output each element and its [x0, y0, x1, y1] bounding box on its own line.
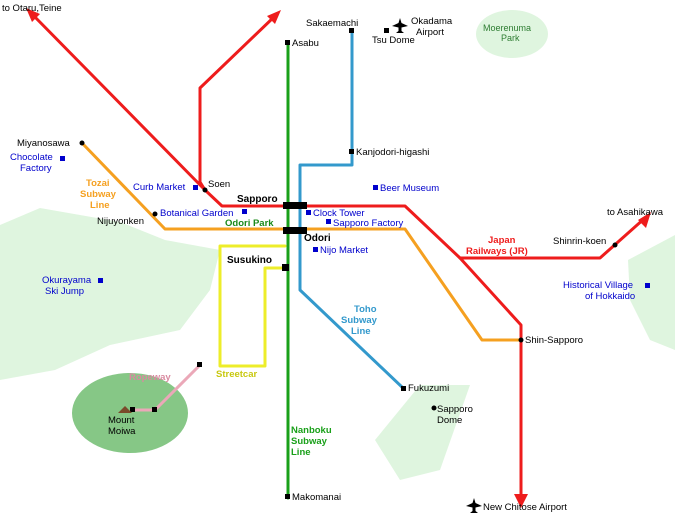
okadama-airplane-icon [392, 18, 408, 33]
label-tozai-1: Tozai [86, 178, 110, 189]
station-shinrin-koen-marker [612, 242, 618, 248]
label-curb-market: Curb Market [133, 182, 186, 193]
label-nanboku-1: Nanboku [291, 425, 332, 436]
label-sakaemachi: Sakaemachi [306, 18, 358, 29]
label-moerenuma-2: Park [501, 33, 520, 43]
ropeway-station-base [130, 407, 135, 412]
label-sapporo-factory: Sapporo Factory [333, 218, 403, 229]
chocolate-factory-marker [60, 156, 65, 161]
label-kanjodori: Kanjodori-higashi [356, 147, 429, 158]
label-tozai-2: Subway [80, 189, 117, 200]
label-sapporo-dome-2: Dome [437, 415, 462, 426]
ropeway-station-mid [152, 407, 157, 412]
label-okadama-1: Okadama [411, 16, 453, 27]
label-tsu-dome: Tsu Dome [372, 35, 415, 46]
label-okurayama-1: Okurayama [42, 275, 92, 286]
historical-village-marker [645, 283, 650, 288]
sapporo-dome-park-area [375, 385, 470, 480]
botanical-garden-marker [242, 209, 247, 214]
label-to-otaru: to Otaru,Teine [2, 3, 62, 14]
label-new-chitose: New Chitose Airport [483, 502, 567, 513]
label-odori: Odori [304, 233, 331, 244]
station-susukino-marker [282, 264, 289, 271]
label-mount-moiwa-1: Mount [108, 415, 135, 426]
label-toho-3: Line [351, 326, 371, 337]
station-makomanai-marker [285, 494, 290, 499]
curb-market-marker [193, 185, 198, 190]
streetcar-line [218, 244, 287, 368]
label-okurayama-2: Ski Jump [45, 286, 84, 297]
label-clock-tower: Clock Tower [313, 208, 365, 219]
station-tsu-dome-marker [384, 28, 389, 33]
label-mount-moiwa-2: Moiwa [108, 426, 136, 437]
clock-tower-marker [306, 210, 311, 215]
label-streetcar: Streetcar [216, 369, 257, 380]
label-makomanai: Makomanai [292, 492, 341, 503]
station-fukuzumi-marker [401, 386, 406, 391]
sapporo-dome-marker [431, 405, 437, 411]
label-nanboku-3: Line [291, 447, 311, 458]
label-moerenuma-1: Moerenuma [483, 23, 531, 33]
nijo-market-marker [313, 247, 318, 252]
okurayama-marker [98, 278, 103, 283]
beer-museum-marker [373, 185, 378, 190]
station-soen-marker [202, 187, 208, 193]
label-asabu: Asabu [292, 38, 319, 49]
station-asabu-marker [285, 40, 290, 45]
label-shin-sapporo: Shin-Sapporo [525, 335, 583, 346]
label-historical-1: Historical Village [563, 280, 633, 291]
park-area-east [628, 235, 675, 350]
tozai-subway-line [80, 141, 523, 342]
label-fukuzumi: Fukuzumi [408, 383, 449, 394]
label-chocolate-2: Factory [20, 163, 52, 174]
label-sapporo-dome-1: Sapporo [437, 404, 473, 415]
sapporo-interchange [283, 202, 307, 209]
label-ropeway: Ropeway [129, 372, 171, 383]
label-tozai-3: Line [90, 200, 110, 211]
jr-line-otaru [29, 11, 290, 208]
label-soen: Soen [208, 179, 230, 190]
moerenuma-park-area [476, 10, 548, 58]
label-jr-2: Railways (JR) [466, 246, 528, 257]
odori-interchange [283, 227, 307, 234]
label-historical-2: of Hokkaido [585, 291, 635, 302]
label-okadama-2: Airport [416, 27, 444, 38]
label-toho-2: Subway [341, 315, 378, 326]
label-odori-park: Odori Park [225, 218, 274, 229]
arrowhead-asahikawa [638, 212, 651, 228]
label-susukino: Susukino [227, 255, 272, 266]
station-nijuyonken-marker [152, 211, 158, 217]
label-sapporo: Sapporo [237, 194, 278, 205]
arrowhead-otaru [26, 8, 40, 22]
new-chitose-airplane-icon [466, 498, 482, 513]
jr-line-chitose [458, 256, 523, 502]
label-nijo-market: Nijo Market [320, 245, 368, 256]
label-nanboku-2: Subway [291, 436, 328, 447]
label-nijuyonken: Nijuyonken [97, 216, 144, 227]
station-miyanosawa-marker [79, 140, 85, 146]
station-kanjodori-marker [349, 149, 354, 154]
mount-moiwa-peak-icon [118, 406, 132, 413]
station-shin-sapporo-marker [518, 337, 524, 343]
label-toho-1: Toho [354, 304, 377, 315]
park-area-west [0, 208, 220, 380]
label-shinrin-koen: Shinrin-koen [553, 236, 606, 247]
label-chocolate-1: Chocolate [10, 152, 53, 163]
arrowhead-chitose [514, 494, 528, 508]
sapporo-factory-marker [326, 219, 331, 224]
station-sakaemachi-marker [349, 28, 354, 33]
label-beer-museum: Beer Museum [380, 183, 439, 194]
label-miyanosawa: Miyanosawa [17, 138, 71, 149]
arrowhead-north [267, 10, 281, 24]
label-to-asahikawa: to Asahikawa [607, 207, 664, 218]
label-jr-1: Japan [488, 235, 516, 246]
toho-subway-line [298, 28, 405, 390]
ropeway-station-top [197, 362, 202, 367]
jr-line-soen-north [198, 14, 277, 192]
label-botanical: Botanical Garden [160, 208, 233, 219]
